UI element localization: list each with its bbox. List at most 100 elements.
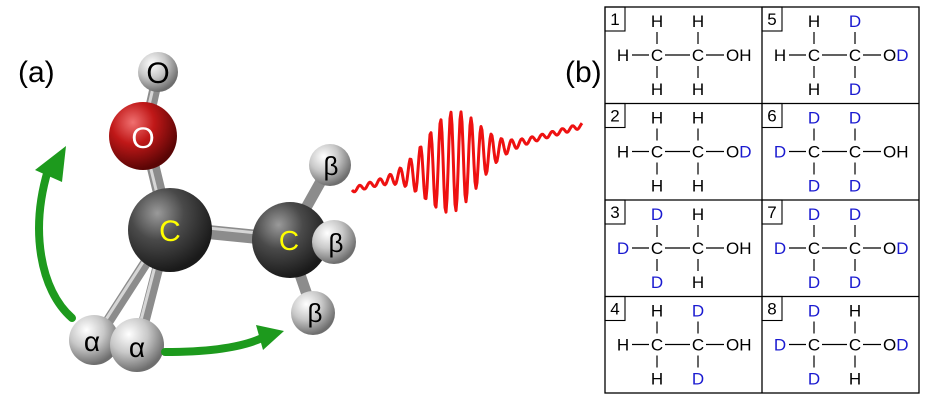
- hydroxyl-substituent: H: [739, 336, 751, 355]
- alpha-label-2: α: [129, 332, 145, 363]
- hydroxyl-group: OH: [726, 46, 752, 65]
- left-substituent: H: [617, 46, 629, 65]
- top-left-substituent: D: [808, 109, 820, 128]
- carbon-2-symbol: C: [849, 46, 861, 65]
- bottom-left-substituent: H: [651, 177, 663, 196]
- panel-b-label: (b): [565, 56, 602, 89]
- carbon-1-symbol: C: [808, 336, 820, 355]
- top-right-substituent: H: [692, 109, 704, 128]
- bottom-right-substituent: H: [849, 370, 861, 389]
- hydroxyl-group: OH: [726, 336, 752, 355]
- laser-pulse-wave: [350, 110, 584, 214]
- panel-a: (a) O O C C: [18, 52, 584, 372]
- top-right-substituent: H: [692, 12, 704, 31]
- carbon-1-symbol: C: [808, 143, 820, 162]
- hydroxyl-hydrogen-atom: [138, 52, 178, 92]
- bottom-right-substituent: H: [692, 273, 704, 292]
- alpha-hydrogen-atom-1: [69, 315, 119, 365]
- beta-label-2: β: [329, 228, 344, 258]
- carbon-atom-1: [128, 188, 212, 272]
- hydroxyl-group: OD: [883, 336, 909, 355]
- bottom-left-substituent: D: [808, 273, 820, 292]
- carbon-atom-1-label: C: [159, 215, 181, 248]
- carbon-1-symbol: C: [808, 46, 820, 65]
- top-left-substituent: D: [651, 205, 663, 224]
- bottom-left-substituent: D: [651, 273, 663, 292]
- hydroxyl-substituent: D: [896, 46, 908, 65]
- cell-number: 5: [767, 10, 776, 29]
- cell-number: 6: [767, 107, 776, 126]
- rotation-arrows: [35, 166, 266, 356]
- cell-number: 3: [610, 203, 619, 222]
- top-left-substituent: D: [808, 302, 820, 321]
- hydroxyl-oxygen: O: [883, 239, 896, 258]
- cell-number: 2: [610, 107, 619, 126]
- carbon-1-symbol: C: [651, 239, 663, 258]
- left-substituent: D: [774, 143, 786, 162]
- hydroxyl-oxygen: O: [883, 143, 896, 162]
- top-right-substituent: H: [849, 302, 861, 321]
- carbon-atom-2: [252, 202, 328, 278]
- hydroxyl-oxygen: O: [726, 239, 739, 258]
- beta-label-1: β: [324, 151, 339, 181]
- hydroxyl-substituent: D: [896, 336, 908, 355]
- bottom-right-substituent: D: [849, 273, 861, 292]
- top-left-substituent: D: [808, 205, 820, 224]
- hydroxyl-atom-label: O: [146, 57, 169, 90]
- hydroxyl-substituent: D: [896, 239, 908, 258]
- left-substituent: D: [774, 239, 786, 258]
- bottom-left-substituent: D: [808, 177, 820, 196]
- carbon-1-symbol: C: [651, 336, 663, 355]
- bottom-right-substituent: D: [849, 177, 861, 196]
- panel-a-label: (a): [18, 56, 55, 89]
- top-right-substituent: H: [692, 205, 704, 224]
- beta-hydrogen-atom-3: [291, 291, 335, 335]
- beta-hydrogen-atom-1: [309, 144, 351, 186]
- hydroxyl-substituent: H: [896, 143, 908, 162]
- carbon-1-symbol: C: [808, 239, 820, 258]
- left-substituent: D: [774, 336, 786, 355]
- alpha-label-1: α: [84, 326, 100, 357]
- left-substituent: H: [617, 143, 629, 162]
- carbon-2-symbol: C: [849, 336, 861, 355]
- rotation-arrow-left-head: [35, 146, 66, 182]
- hydroxyl-group: OH: [726, 239, 752, 258]
- carbon-2-symbol: C: [692, 239, 704, 258]
- top-right-substituent: D: [849, 205, 861, 224]
- cell-number: 7: [767, 203, 776, 222]
- bottom-right-substituent: D: [692, 370, 704, 389]
- oxygen-atom: [109, 102, 177, 170]
- top-right-substituent: D: [849, 12, 861, 31]
- carbon-2-symbol: C: [692, 46, 704, 65]
- cell-number-box: [604, 295, 626, 322]
- alpha-hydrogen-atom-2: [110, 318, 164, 372]
- rotation-arrow-bottom-head: [256, 325, 284, 350]
- cell-number-box: [761, 295, 783, 322]
- oxygen-atom-label: O: [131, 122, 154, 155]
- hydroxyl-oxygen: O: [883, 336, 896, 355]
- top-left-substituent: H: [808, 12, 820, 31]
- top-right-substituent: D: [692, 302, 704, 321]
- cell-number: 4: [610, 300, 619, 319]
- left-substituent: H: [774, 46, 786, 65]
- hydroxyl-group: OD: [883, 46, 909, 65]
- carbon-2-symbol: C: [692, 336, 704, 355]
- carbon-atom-2-label: C: [279, 225, 299, 256]
- carbon-1-symbol: C: [651, 143, 663, 162]
- cell-number: 8: [767, 300, 776, 319]
- bottom-right-substituent: H: [692, 80, 704, 99]
- carbon-2-symbol: C: [849, 239, 861, 258]
- cell-number-box: [604, 102, 626, 129]
- cell-number-box: [604, 199, 626, 225]
- hydroxyl-oxygen: O: [883, 46, 896, 65]
- top-left-substituent: H: [651, 302, 663, 321]
- bottom-left-substituent: H: [651, 80, 663, 99]
- bottom-left-substituent: H: [808, 80, 820, 99]
